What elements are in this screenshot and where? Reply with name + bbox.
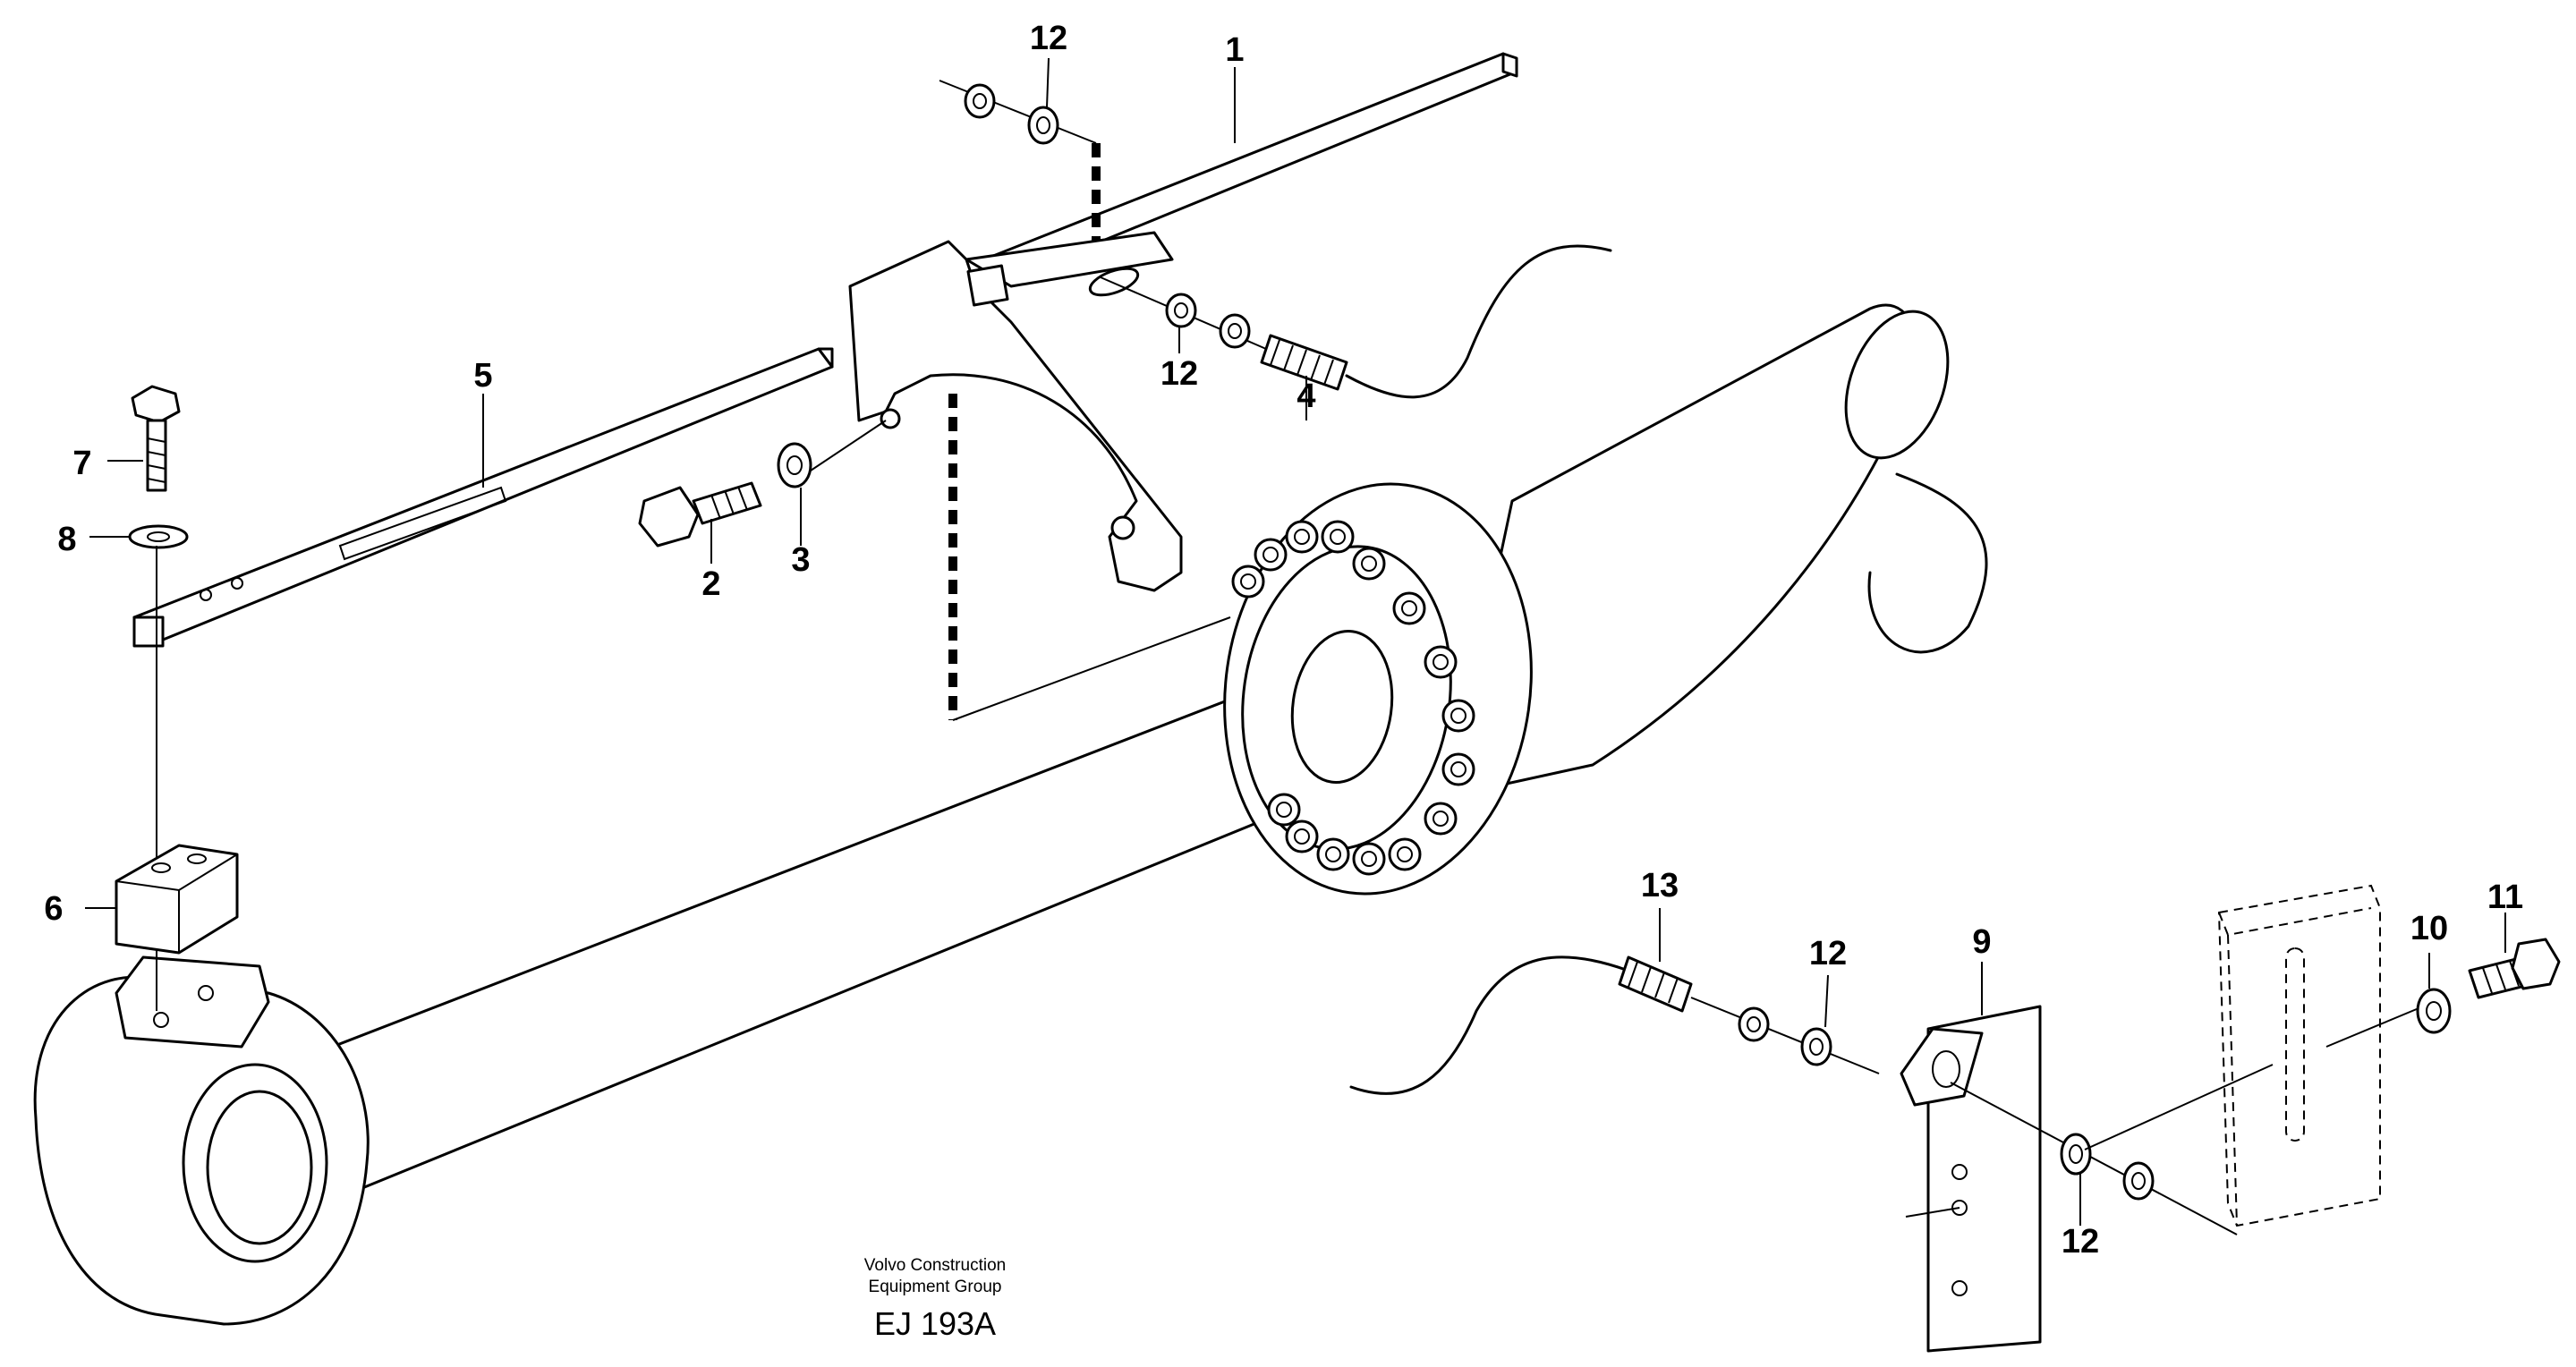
callout-9: 9 — [1972, 923, 1991, 961]
callout-12-top: 12 — [1030, 20, 1067, 57]
barrel-hose — [1867, 472, 1988, 654]
part-12-top-washers — [939, 80, 1097, 145]
callout-6: 6 — [44, 890, 63, 928]
callout-12-lower: 12 — [1809, 935, 1847, 972]
callout-7: 7 — [72, 445, 91, 482]
part-6-spacer-block — [115, 844, 239, 955]
ghost-mounting-bracket — [2217, 884, 2381, 1227]
rod-seal-gland — [1290, 629, 1394, 785]
callout-11: 11 — [2487, 879, 2523, 916]
callout-13: 13 — [1641, 867, 1679, 904]
part-12-lower-washers — [1950, 1064, 2274, 1235]
part-11-bolt — [2325, 938, 2561, 1048]
sensor-bracket — [848, 231, 1183, 592]
part-8-washer — [128, 524, 189, 549]
callout-12-plate: 12 — [2062, 1223, 2099, 1261]
part-7-bolt — [131, 385, 181, 492]
part-2-bolt — [638, 420, 887, 548]
part-5-slotted-rod — [132, 347, 834, 648]
callout-3: 3 — [791, 541, 810, 579]
callout-4: 4 — [1297, 378, 1315, 415]
part-13-proximity-sensor — [1349, 955, 1880, 1095]
callout-labels: 1 2 3 4 5 6 7 8 9 10 11 12 12 12 12 13 — [44, 20, 2523, 1261]
drawing-code: EJ 193A — [874, 1305, 996, 1342]
callout-8: 8 — [57, 521, 76, 558]
cylinder-barrel-end — [1844, 310, 1950, 460]
callout-leaders — [85, 57, 2506, 1226]
part-10-washer — [2416, 988, 2452, 1034]
part-4-proximity-sensor — [1100, 244, 1612, 399]
assembly-leader-to-flange — [952, 616, 1231, 721]
hydraulic-cylinder — [33, 303, 1988, 1326]
company-name-line2: Equipment Group — [869, 1278, 1002, 1296]
footer: Volvo Construction Equipment Group EJ 19… — [864, 1256, 1006, 1342]
part-3-washer — [777, 442, 812, 488]
callout-12-sensor: 12 — [1160, 355, 1198, 393]
callout-2: 2 — [701, 565, 720, 603]
part-9-mounting-plate — [1900, 1005, 2042, 1353]
flange-bolts — [1231, 520, 1475, 876]
callout-10: 10 — [2410, 910, 2448, 947]
callout-1: 1 — [1225, 31, 1244, 69]
company-name-line1: Volvo Construction — [864, 1256, 1006, 1275]
callout-5: 5 — [473, 357, 492, 395]
rod-eye — [33, 955, 370, 1326]
